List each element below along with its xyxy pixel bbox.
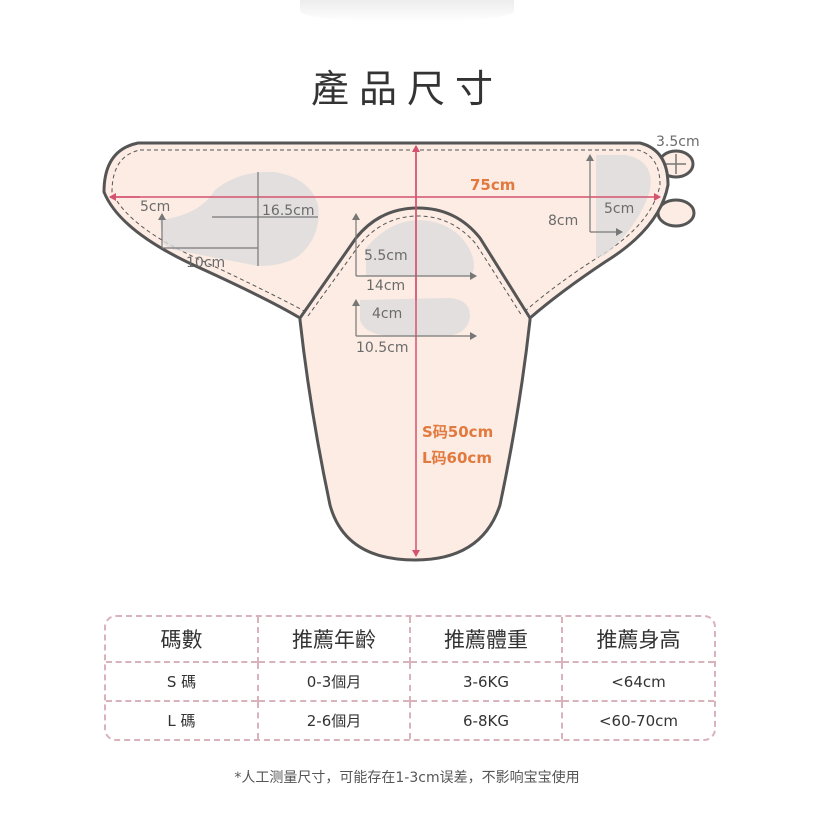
label-pad-right-height: 8cm [548,213,579,229]
pad-small [360,298,470,336]
label-pad-left-inner: 10cm [186,255,226,271]
table-header-row: 碼數 推薦年齡 推薦體重 推薦身高 [106,617,714,662]
top-shadow [300,0,514,22]
label-pad-center-width: 14cm [366,278,406,294]
label-pad-center-height: 5.5cm [364,248,408,264]
label-pad-left-height: 5cm [140,199,171,215]
cell-height: <60-70cm [561,700,714,739]
cell-size: S 碼 [106,660,258,702]
cell-age: 2-6個月 [257,700,410,739]
table-row: S 碼 0-3個月 3-6KG <64cm [106,660,714,702]
cell-weight: 3-6KG [409,660,562,702]
header-age: 推薦年齡 [257,617,410,662]
label-pad-small-width: 10.5cm [356,340,409,356]
label-pad-right-width: 5cm [604,201,635,217]
label-pad-small-height: 4cm [372,306,403,322]
measurement-note: *人工测量尺寸，可能存在1-3cm误差，不影响宝宝使用 [234,770,580,786]
hood-opening [298,206,532,319]
header-height: 推薦身高 [561,617,714,662]
header-size: 碼數 [160,628,203,652]
label-length-l: L码60cm [422,449,492,467]
page-title: 產品尺寸 [310,67,503,111]
pad-center [366,220,474,276]
swaddle-diagram [102,141,696,562]
cell-weight: 6-8KG [409,700,562,739]
cell-age: 0-3個月 [257,660,410,702]
label-width-total: 75cm [470,176,516,194]
label-ear: 3.5cm [656,134,700,150]
size-table: 碼數 推薦年齡 推薦體重 推薦身高 S 碼 0-3個月 3-6KG <64cm … [104,615,716,741]
table-row: L 碼 2-6個月 6-8KG <60-70cm [106,700,714,739]
header-weight: 推薦體重 [409,617,562,662]
label-length-s: S码50cm [422,423,494,441]
cell-size: L 碼 [106,700,258,739]
cell-height: <64cm [561,660,714,702]
pad-left [160,171,319,266]
label-pad-left-width: 16.5cm [262,203,315,219]
